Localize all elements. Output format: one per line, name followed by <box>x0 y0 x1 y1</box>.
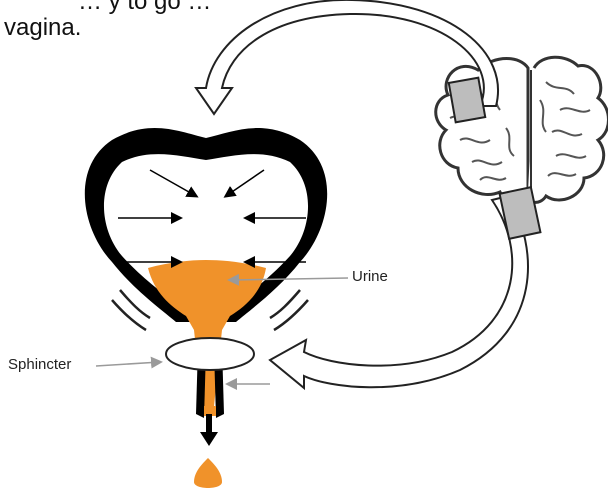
sphincter-pointer-line <box>96 362 160 366</box>
drop-icon <box>194 458 222 488</box>
sphincter-label: Sphincter <box>8 356 71 373</box>
brain-icon <box>436 57 608 202</box>
sphincter-ring <box>166 338 254 370</box>
header-line-2: vagina. <box>4 16 81 40</box>
header-line-1: … y to go … <box>78 0 211 14</box>
urine-label: Urine <box>352 268 388 285</box>
signal-arrow-top <box>196 0 498 122</box>
flow-down-arrow <box>200 414 218 446</box>
